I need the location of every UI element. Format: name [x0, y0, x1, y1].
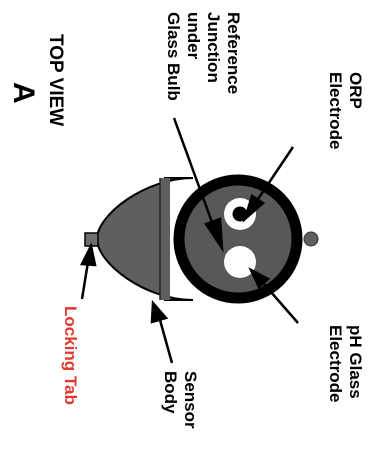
ph-pointer-line — [263, 283, 299, 324]
locking-tab-label: Locking Tab — [61, 306, 80, 405]
electrode-face — [173, 174, 303, 304]
labels: Reference Junction under Glass Bulb ORP … — [7, 12, 365, 429]
sensor-body-shape — [95, 177, 319, 301]
orp-label-line-2: Electrode — [326, 72, 345, 149]
reference-label-line-4: Glass Bulb — [164, 12, 183, 101]
reference-label-line-3: under — [184, 12, 203, 60]
pointer-arrows — [80, 117, 299, 364]
tab-pointer-line — [80, 261, 90, 300]
body-pointer-line — [158, 319, 174, 364]
body-label-line-1: Sensor — [181, 371, 200, 429]
ph-arrowhead — [248, 267, 271, 290]
ph-glass-electrode-shape — [224, 246, 256, 278]
view-title: TOP VIEW — [45, 34, 66, 126]
tab-arrowhead — [80, 242, 97, 267]
body-arrowhead — [150, 299, 169, 324]
reference-label-line-1: Reference — [224, 12, 243, 94]
reference-arrowhead — [204, 217, 224, 253]
reference-pointer-line — [172, 117, 215, 226]
body-label-line-2: Body — [161, 371, 180, 414]
ph-label-line-2: Electrode — [326, 325, 345, 402]
view-letter: A — [7, 82, 40, 104]
ph-label-line-1: pH Glass — [346, 325, 365, 399]
orp-label-line-1: ORP — [346, 72, 365, 109]
orp-arrowhead — [242, 194, 266, 223]
reference-label-line-2: Junction — [204, 12, 223, 83]
orp-pointer-line — [256, 146, 295, 200]
